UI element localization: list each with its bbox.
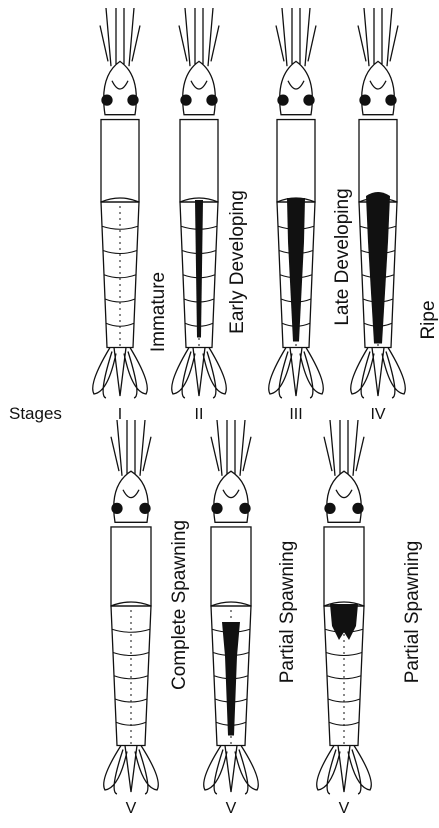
roman-V-2: V (226, 800, 237, 818)
roman-IV: IV (370, 406, 385, 424)
shrimp-stage-III (269, 8, 324, 398)
label-complete-spawning: Complete Spawning (169, 520, 191, 690)
shrimp-row2-2 (204, 420, 259, 794)
roman-III: III (289, 406, 302, 424)
label-ripe: Ripe (418, 300, 439, 339)
stages-label: Stages (9, 404, 62, 424)
label-late-developing: Late Developing (332, 188, 354, 325)
label-partial-spawning-2: Partial Spawning (402, 541, 424, 684)
roman-V-3: V (339, 800, 350, 818)
shrimp-stage-II-gonad (195, 200, 203, 338)
shrimp-stage-IV (351, 8, 406, 398)
label-early-developing: Early Developing (227, 190, 249, 334)
shrimp-stage-II (172, 8, 227, 398)
roman-II: II (195, 406, 204, 424)
shrimp-row2-3 (317, 420, 372, 794)
label-partial-spawning-1: Partial Spawning (277, 541, 299, 684)
roman-I: I (118, 406, 122, 424)
shrimp-row2-1 (104, 420, 159, 794)
label-immature: Immature (148, 272, 170, 352)
roman-V-1: V (126, 800, 137, 818)
shrimp-stage-I (93, 8, 148, 398)
